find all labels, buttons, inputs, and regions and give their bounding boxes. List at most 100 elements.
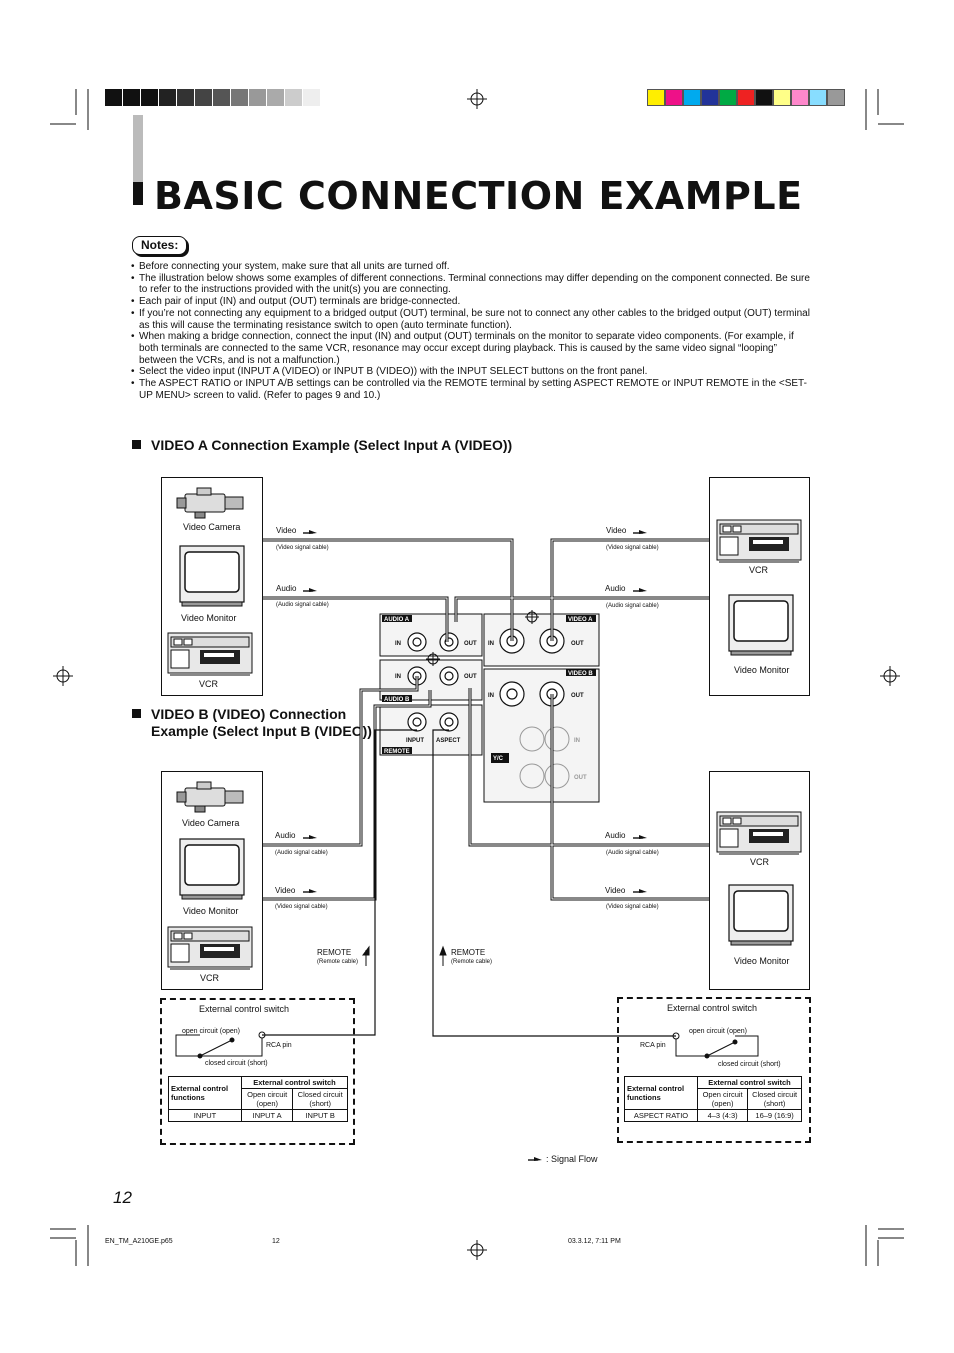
switch-rca-label: RCA pin [640,1042,666,1049]
table-cell: 4–3 (4:3) [696,1109,749,1122]
gray-swatch [159,89,177,106]
label-vcr: VCR [200,973,220,983]
note-item: If you’re not connecting any equipment t… [131,308,816,331]
external-control-table-aspect: External control functions External cont… [624,1076,802,1122]
gray-swatch [105,89,123,106]
gray-swatch [177,89,195,106]
cable-sub-remote: (Remote cable) [317,959,359,965]
cable-sub-audio: (Audio signal cable) [276,602,329,608]
switch-rca-label: RCA pin [266,1042,292,1049]
footer-date: 03.3.12, 7:11 PM [568,1238,621,1245]
external-switch-box-input [160,998,355,1145]
footer-file: EN_TM_A210GE.p65 [105,1238,173,1245]
note-item: Select the video input (INPUT A (VIDEO) … [131,366,816,378]
note-item: The illustration below shows some exampl… [131,273,816,296]
footer-page: 12 [272,1238,280,1245]
switch-title: External control switch [667,1003,758,1013]
panel-out: OUT [464,674,477,680]
table-cell: 16–9 (16:9) [747,1109,802,1122]
cable-sub-audio: (Audio signal cable) [606,603,659,609]
title-accent-block [133,182,143,205]
panel-label-yc: Y/C [493,756,504,762]
color-swatch [683,89,701,106]
external-control-table-input: External control functions External cont… [168,1076,348,1122]
source-devices-box-b [161,771,263,990]
color-swatch [755,89,773,106]
notes-label: Notes: [132,236,188,255]
color-swatch [647,89,665,106]
vcr-icon [167,926,253,971]
switch-title: External control switch [199,1004,290,1014]
table-cell: INPUT B [292,1109,348,1122]
cable-sub-video: (Video signal cable) [606,904,659,910]
switch-open-label: open circuit (open) [689,1028,747,1035]
panel-label-audio-a: AUDIO A [384,617,410,623]
page-number: 12 [113,1188,132,1207]
output-devices-box-b [709,771,810,990]
table-header-closed: Closed circuit (short) [292,1088,348,1110]
cable-label-audio: Audio [605,831,626,840]
panel-label-video-b: VIDEO B [568,671,593,677]
color-swatch [827,89,845,106]
cable-label-video: Video [605,886,626,895]
table-header-closed: Closed circuit (short) [747,1088,802,1110]
gray-swatch [123,89,141,106]
video-camera-icon [176,487,244,519]
section-heading-video-b: VIDEO B (VIDEO) Connection Example (Sele… [132,706,376,740]
gray-swatch [303,89,321,106]
panel-in: IN [574,738,580,744]
output-devices-box-a [709,477,810,696]
note-item: Before connecting your system, make sure… [131,261,816,273]
source-devices-box-a [161,477,263,696]
external-switch-box-aspect [617,997,811,1143]
color-swatch [773,89,791,106]
panel-label-audio-b: AUDIO B [384,697,410,703]
video-monitor-icon [728,594,794,656]
color-swatch [737,89,755,106]
cable-sub-video: (Video signal cable) [606,545,659,551]
label-video-monitor: Video Monitor [181,613,237,623]
table-header-open: Open circuit (open) [240,1088,294,1110]
label-video-camera: Video Camera [182,818,240,828]
note-item: The ASPECT RATIO or INPUT A/B settings c… [131,378,816,401]
label-video-monitor: Video Monitor [734,665,790,675]
gray-swatch [195,89,213,106]
panel-label-video-a: VIDEO A [568,617,593,623]
panel-aspect: ASPECT [436,738,461,744]
table-cell: ASPECT RATIO [624,1109,698,1122]
table-header-functions: External control functions [168,1076,242,1110]
label-vcr: VCR [749,565,769,575]
panel-in: IN [488,693,494,699]
table-header-open: Open circuit (open) [696,1088,749,1110]
panel-out: OUT [571,641,584,647]
cable-sub-video: (Video signal cable) [275,904,328,910]
title-accent-bar [133,115,143,205]
video-monitor-icon [179,838,245,900]
vcr-icon [167,632,253,677]
cable-label-audio: Audio [276,584,297,593]
table-cell: INPUT [168,1109,242,1122]
note-item: When making a bridge connection, connect… [131,331,816,366]
cable-label-video: Video [606,526,627,535]
panel-in: IN [488,641,494,647]
label-video-monitor: Video Monitor [734,956,790,966]
panel-label-remote: REMOTE [384,749,410,755]
cable-label-video: Video [275,886,296,895]
vcr-icon [716,811,802,856]
gray-swatch [231,89,249,106]
color-swatch [701,89,719,106]
label-vcr: VCR [199,679,219,689]
signal-flow-legend: : Signal Flow [546,1154,598,1164]
cable-sub-audio: (Audio signal cable) [606,850,659,856]
cable-label-remote: REMOTE [317,948,352,957]
gray-swatch [141,89,159,106]
panel-input: INPUT [406,738,424,744]
notes-list: Before connecting your system, make sure… [131,261,816,401]
cable-label-remote: REMOTE [451,948,486,957]
panel-out: OUT [464,641,477,647]
switch-closed-label: closed circuit (short) [205,1060,268,1067]
color-calibration-bar [647,89,845,106]
cable-label-video: Video [276,526,297,535]
